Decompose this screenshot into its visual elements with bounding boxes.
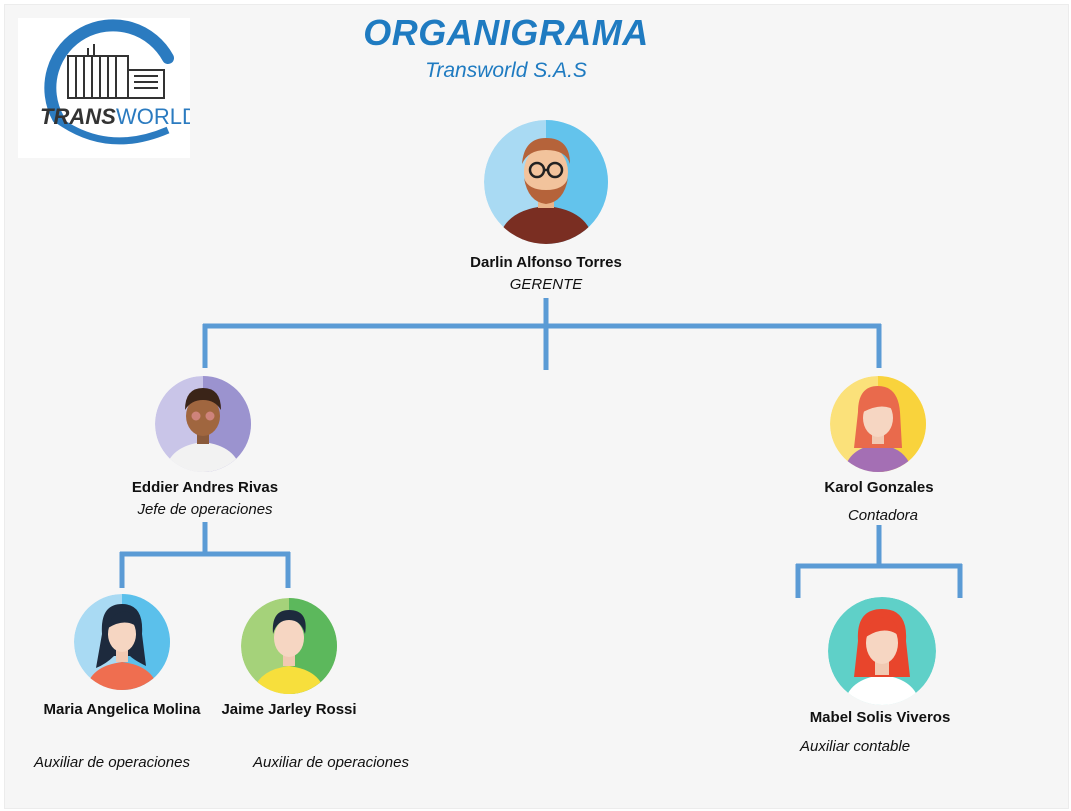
person-name-jaime: Jaime Jarley Rossi — [221, 701, 357, 718]
person-role-karol: Contadora — [847, 507, 919, 524]
company-logo: TRANS WORLD — [18, 18, 198, 158]
avatar-mabel — [828, 597, 936, 705]
truck-icon: TRANS WORLD — [40, 19, 198, 145]
person-name-karol: Karol Gonzales — [824, 479, 934, 496]
logo-text-world: WORLD — [116, 104, 190, 129]
page-subtitle: Transworld S.A.S — [425, 59, 587, 82]
avatar-karol — [830, 376, 926, 472]
person-role-mabel: Auxiliar contable — [799, 738, 911, 755]
avatar-darlin — [484, 120, 608, 244]
person-role-eddier: Jefe de operaciones — [137, 501, 273, 518]
person-name-mabel: Mabel Solis Viveros — [809, 709, 951, 726]
person-role-darlin: GERENTE — [509, 276, 583, 293]
avatar-maria — [74, 594, 170, 690]
person-name-eddier: Eddier Andres Rivas — [131, 479, 279, 496]
avatar-eddier — [155, 376, 251, 472]
logo-text-trans: TRANS — [40, 104, 116, 129]
person-name-darlin: Darlin Alfonso Torres — [470, 254, 622, 271]
person-name-maria: Maria Angelica Molina — [43, 701, 201, 718]
page-title: ORGANIGRAMA — [363, 12, 649, 53]
avatar-jaime — [241, 598, 337, 694]
person-role-maria: Auxiliar de operaciones — [34, 754, 190, 771]
person-role-jaime: Auxiliar de operaciones — [253, 754, 409, 771]
